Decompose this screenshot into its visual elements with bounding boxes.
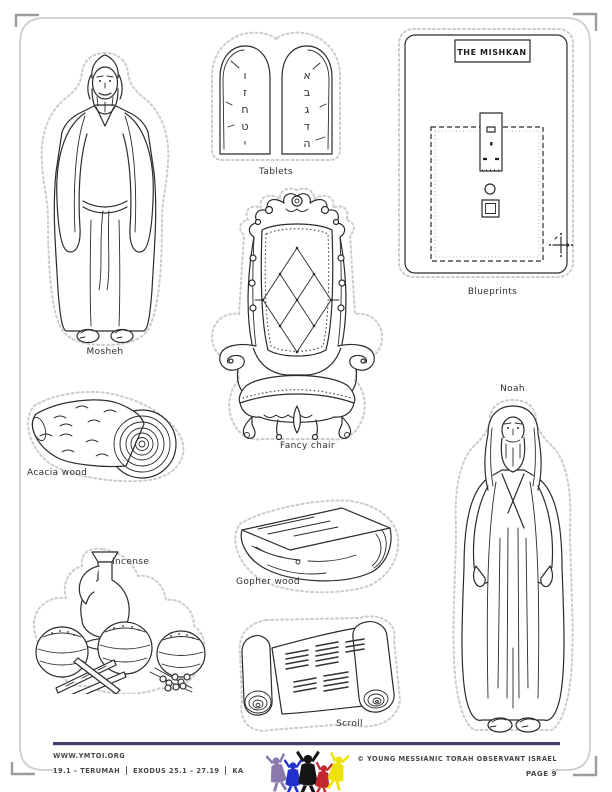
gopher-wood-label: Gopher wood	[236, 577, 300, 587]
footer-website: WWW.YMTOI.ORG	[53, 752, 126, 760]
tablet-letter: ז	[243, 86, 247, 99]
tablet-letter: ט	[241, 120, 248, 133]
tablet-letter: י	[244, 137, 246, 150]
tablet-letter: ג	[305, 103, 310, 116]
mishkan-title: THE MISHKAN	[457, 48, 526, 57]
scroll-label: Scroll	[336, 719, 363, 729]
mosheh-illustration	[40, 51, 170, 347]
acacia-wood-label: Acacia wood	[27, 468, 88, 478]
scroll-illustration	[238, 615, 402, 732]
logo-figure-2	[283, 759, 303, 792]
footer-separator	[126, 766, 128, 775]
incense-illustration	[32, 547, 206, 694]
footer-initials: KA	[232, 766, 244, 775]
tablet-letter: א	[303, 69, 310, 82]
corner-mark-top-left	[14, 13, 39, 27]
corner-mark-bottom-right	[573, 756, 598, 777]
footer-divider	[53, 742, 560, 746]
footer-page-number: PAGE 9	[525, 769, 557, 778]
incense-label: Incense	[112, 557, 150, 567]
noah-label: Noah	[500, 384, 525, 394]
logo-figure-1	[265, 752, 290, 792]
fancy-chair-label: Fancy chair	[280, 441, 335, 451]
tablets-illustration: ו ז ח ט י א ב ג ד ה	[211, 31, 341, 161]
footer-reference-line: 19.1 – TERUMAH EXODUS 25.1 – 27.19 KA	[53, 766, 244, 775]
tablet-letter: ד	[304, 120, 310, 133]
corner-mark-top-right	[573, 12, 598, 31]
tablet-letter: ו	[244, 69, 247, 82]
footer-lesson: 19.1 – TERUMAH	[53, 766, 121, 775]
mosheh-label: Mosheh	[86, 347, 124, 357]
tablet-letter: ב	[304, 86, 310, 99]
ymtoi-logo	[265, 750, 350, 792]
corner-mark-bottom-left	[10, 762, 35, 776]
fancy-chair-illustration	[210, 187, 384, 441]
tablets-label: Tablets	[259, 167, 293, 177]
blueprints-illustration: THE MISHKAN	[398, 28, 574, 278]
footer-separator	[225, 766, 227, 775]
footer-copyright: © YOUNG MESSIANIC TORAH OBSERVANT ISRAEL	[357, 755, 557, 763]
tablet-letter: ח	[241, 103, 248, 116]
blueprints-label: Blueprints	[467, 287, 518, 297]
footer-scripture: EXODUS 25.1 – 27.19	[133, 766, 220, 775]
tablet-letter: ה	[303, 137, 310, 150]
acacia-wood-illustration	[27, 390, 185, 483]
gopher-wood-illustration	[234, 499, 400, 594]
noah-illustration	[452, 398, 574, 733]
